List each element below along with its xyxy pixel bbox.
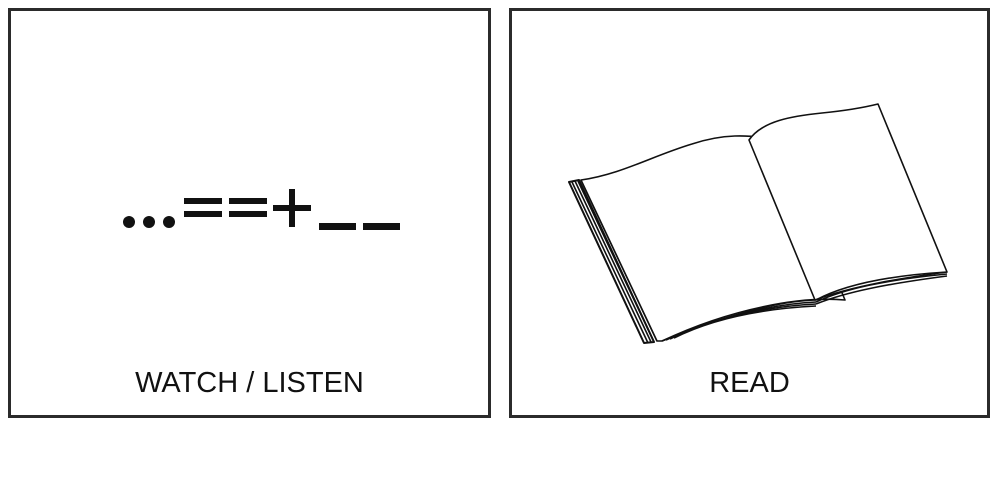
watch-listen-card[interactable]: ...==+__ WATCH / LISTEN <box>8 8 491 418</box>
open-book-icon <box>568 103 948 344</box>
watch-listen-label: WATCH / LISTEN <box>135 367 364 399</box>
read-label: READ <box>709 367 790 399</box>
morse-symbols-icon: ...==+__ <box>123 189 400 230</box>
read-card[interactable]: READ <box>509 8 990 418</box>
